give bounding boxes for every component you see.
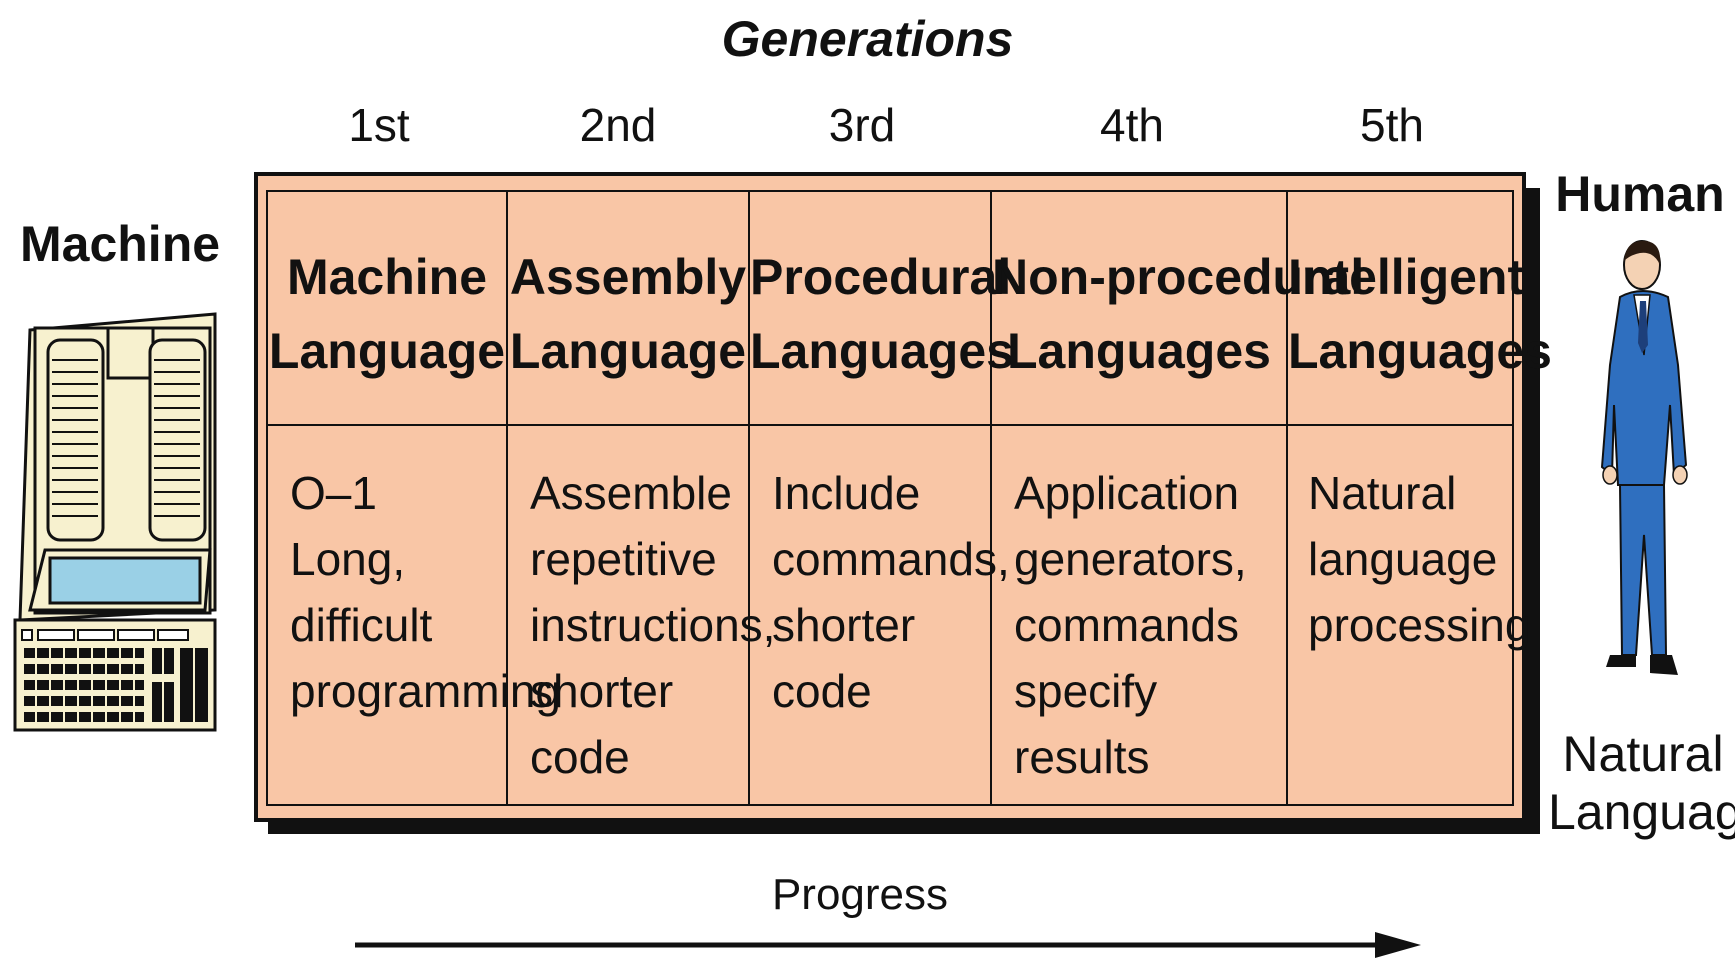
computer-icon [13, 312, 217, 732]
generation-description-3: Include commands, shorter code [772, 467, 1010, 717]
generation-name-3: Procedural Languages [750, 249, 1014, 379]
human-label: Human [1555, 166, 1725, 222]
row-divider [268, 424, 1512, 426]
generation-label-5: 5th [1360, 99, 1424, 151]
generation-description-5: Natural language processing [1308, 467, 1531, 651]
machine-label: Machine [20, 216, 221, 272]
natural-language-caption: Natural Language [1548, 726, 1735, 840]
generation-description-4: Application generators, commands specify… [1014, 467, 1247, 783]
progress-arrow-icon [355, 932, 1421, 958]
diagram-title: Generations [721, 11, 1014, 67]
generation-label-4: 4th [1100, 99, 1164, 151]
progress-label: Progress [771, 870, 949, 919]
businessman-icon [1600, 240, 1688, 675]
column-divider [990, 192, 992, 804]
generation-label-1: 1st [348, 99, 410, 151]
generation-name-1: Machine Language [268, 249, 506, 379]
generation-name-2: Assembly Language [509, 249, 747, 379]
generations-table: Machine Language Assembly Language Proce… [254, 172, 1552, 822]
generation-description-2: Assemble repetitive instructions, shorte… [530, 467, 776, 783]
generation-name-5: Intelligent Languages [1288, 249, 1552, 379]
generation-name-4: Non-procedural Languages [992, 249, 1365, 379]
generation-label-3: 3rd [828, 99, 896, 151]
generation-description-1: O–1 Long, difficult programming [290, 467, 561, 717]
column-divider [1286, 192, 1288, 804]
column-divider [506, 192, 508, 804]
generation-label-2: 2nd [579, 99, 657, 151]
column-divider [748, 192, 750, 804]
